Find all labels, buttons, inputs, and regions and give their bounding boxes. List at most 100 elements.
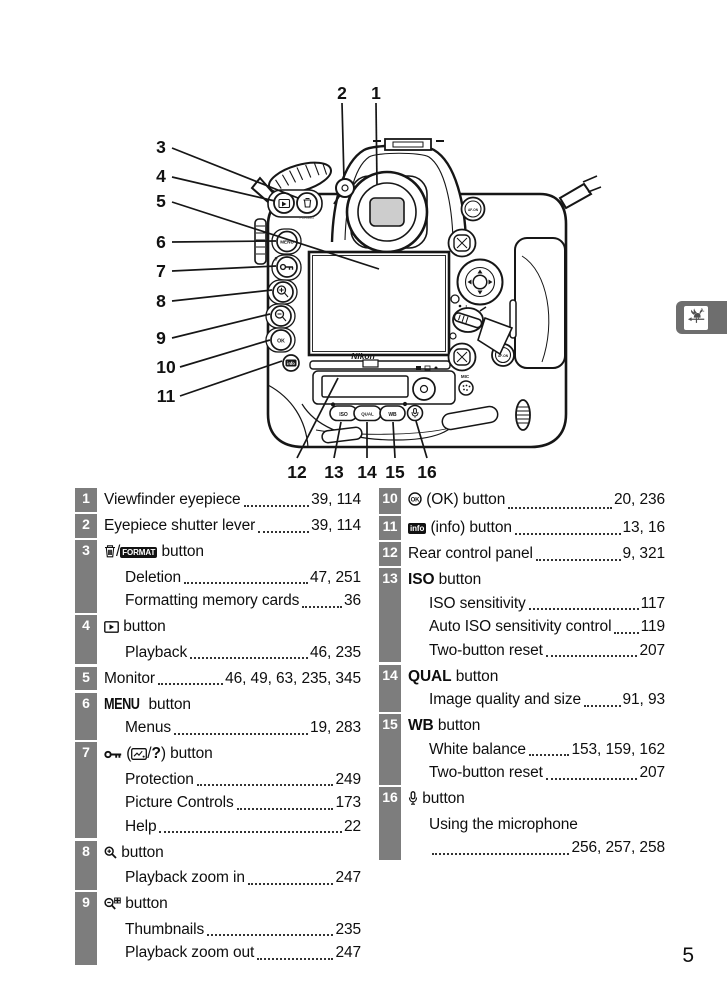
dot-leader	[236, 807, 334, 810]
item-title: button	[104, 841, 164, 867]
dot-leader	[174, 732, 308, 735]
title-segment: Rear control panel	[408, 545, 533, 562]
item-number-box: 3	[75, 540, 97, 613]
dot-leader	[528, 754, 570, 756]
qual-button: QUAL	[353, 405, 382, 422]
callout-8: 8	[156, 291, 166, 311]
title-segment-bold: ISO	[408, 571, 435, 588]
sub-selector-top	[447, 228, 477, 258]
sub-entry-label: White balance	[429, 740, 526, 758]
page-reference: 39, 114	[311, 491, 361, 508]
page-reference: 117	[640, 594, 666, 612]
af-on-button-top: AF-ON	[460, 196, 486, 222]
item-title-line: button	[104, 892, 361, 918]
rooster-weathervane-icon	[685, 304, 707, 331]
sub-entry-label: Playback zoom out	[125, 944, 255, 961]
page-reference: 13, 16	[622, 519, 666, 536]
menu-button: MENU	[271, 228, 302, 255]
item-number: 14	[382, 666, 398, 683]
eyepiece-shutter-lever	[333, 178, 355, 205]
svg-text:info: info	[287, 361, 295, 366]
item-number-box: 7	[75, 742, 97, 838]
item-title-line: QUAL button	[408, 665, 665, 689]
svg-text:WB: WB	[388, 412, 397, 418]
page-reference: 47, 251	[309, 568, 361, 586]
dot-leader	[159, 831, 342, 833]
title-segment: button	[119, 618, 166, 635]
item-title: /FORMAT button	[104, 540, 204, 566]
callout-9: 9	[156, 328, 166, 348]
dot-leader	[190, 657, 308, 659]
item-sub-entry: Using the microphone	[408, 813, 665, 837]
item-title: button	[408, 787, 465, 813]
page-reference: 19, 283	[309, 719, 361, 736]
page-reference: 46, 49, 63, 235, 345	[225, 669, 361, 687]
item-number-box: 11	[379, 516, 401, 540]
item-number-box: 1	[75, 488, 97, 512]
page-reference: 207	[639, 764, 665, 781]
ok-circle-icon: OK	[408, 490, 422, 514]
item-title: ISO button	[408, 568, 481, 592]
wb-button: WB	[379, 405, 406, 422]
item-title: ( /?) button	[104, 742, 213, 768]
sub-entry-label: Image quality and size	[429, 691, 582, 708]
svg-text:ISO: ISO	[339, 412, 348, 418]
page-reference: 249	[335, 770, 361, 788]
sub-entry-label: Help	[125, 817, 157, 835]
dot-marker	[449, 332, 457, 340]
title-segment: button	[117, 843, 164, 861]
title-segment-bold: QUAL	[408, 667, 452, 685]
item-number: 11	[382, 518, 398, 534]
callout-12: 12	[287, 462, 307, 482]
focus-selector-lock: L	[452, 304, 487, 333]
callout-5: 5	[156, 191, 166, 211]
callout-16: 16	[417, 462, 437, 482]
dot-leader	[184, 582, 308, 584]
title-segment: Viewfinder eyepiece	[104, 491, 241, 508]
multi-selector	[456, 258, 504, 306]
svg-text:QUAL: QUAL	[361, 412, 374, 417]
item-title: Rear control panel	[408, 542, 533, 566]
title-segment: (	[122, 745, 132, 762]
svg-text:MENU: MENU	[280, 240, 294, 245]
page-reference: 9, 321	[622, 545, 666, 562]
page-reference: 119	[640, 618, 666, 635]
callout-numbers: 1 2 3 4 5 6 7 8 9 10 11 12 13 14 15 16	[156, 83, 437, 482]
svg-text:AF-ON: AF-ON	[498, 354, 509, 358]
item-title: button	[104, 892, 168, 918]
title-segment: ) button	[160, 745, 213, 762]
title-segment-bold: ?	[151, 745, 161, 762]
item-title-line: MENU button	[104, 693, 361, 717]
title-segment-bold: WB	[408, 717, 434, 734]
item-title-line: WB button	[408, 714, 665, 738]
dot-leader	[545, 655, 638, 657]
item-number: 16	[382, 789, 398, 805]
item-number-box: 5	[75, 666, 97, 690]
microphone-icon	[408, 789, 418, 813]
item-title: QUAL button	[408, 665, 498, 689]
item-content: Viewfinder eyepiece 39, 114	[97, 488, 361, 512]
title-segment: (info) button	[426, 519, 512, 536]
title-segment: /	[147, 745, 152, 762]
item-number: 3	[82, 542, 90, 558]
sub-entry-label: Thumbnails	[125, 920, 205, 938]
page-reference: 247	[335, 944, 361, 961]
item-number-box: 2	[75, 514, 97, 538]
title-segment: button	[418, 790, 465, 807]
speaker-dot	[450, 294, 460, 304]
